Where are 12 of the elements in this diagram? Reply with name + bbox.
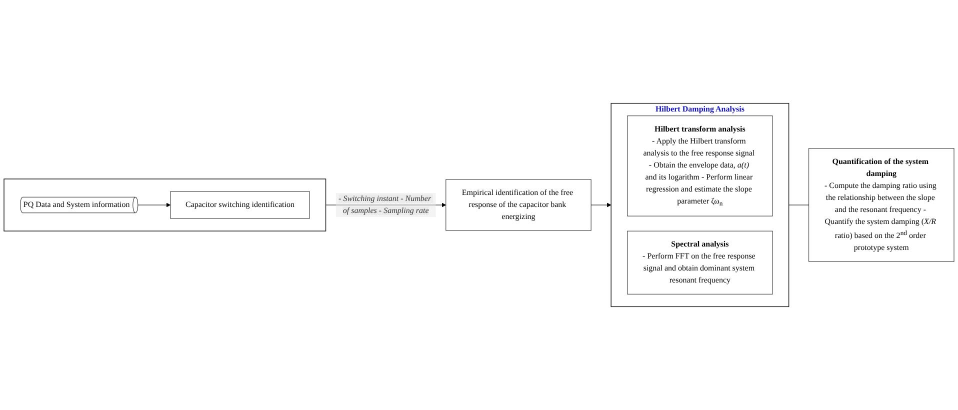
arrow	[326, 202, 446, 208]
node-text: PQ Data and System information	[23, 200, 130, 210]
edge-label: - Switching instant - Number of samples - Sampling rate	[338, 194, 432, 216]
cluster	[4, 178, 326, 232]
node-box: Hilbert transform analysis - Apply the Hilbert transform analysis to the free response signal - Obtain the envelope data, a(t) and its logarithm - Perform linear regression and estimate the slope parameter ζω$_{n}$	[627, 116, 773, 216]
connector	[788, 204, 810, 206]
arrow	[138, 202, 171, 208]
node-box: Quantification of the system damping - Compute the damping ratio using the relationship between the slope and the resonant frequency - Quantify the system damping (X/R ratio) based on the 2$^{nd}$ order prototype system	[808, 148, 954, 262]
node-box: Empirical identification of the free response of the capacitor bank energizing	[446, 179, 592, 231]
node-box: Spectral analysis - Perform FFT on the free response signal and obtain dominant system resonant frequency	[627, 230, 773, 294]
arrow	[590, 202, 612, 208]
node-box: Capacitor switching identification	[170, 191, 310, 219]
